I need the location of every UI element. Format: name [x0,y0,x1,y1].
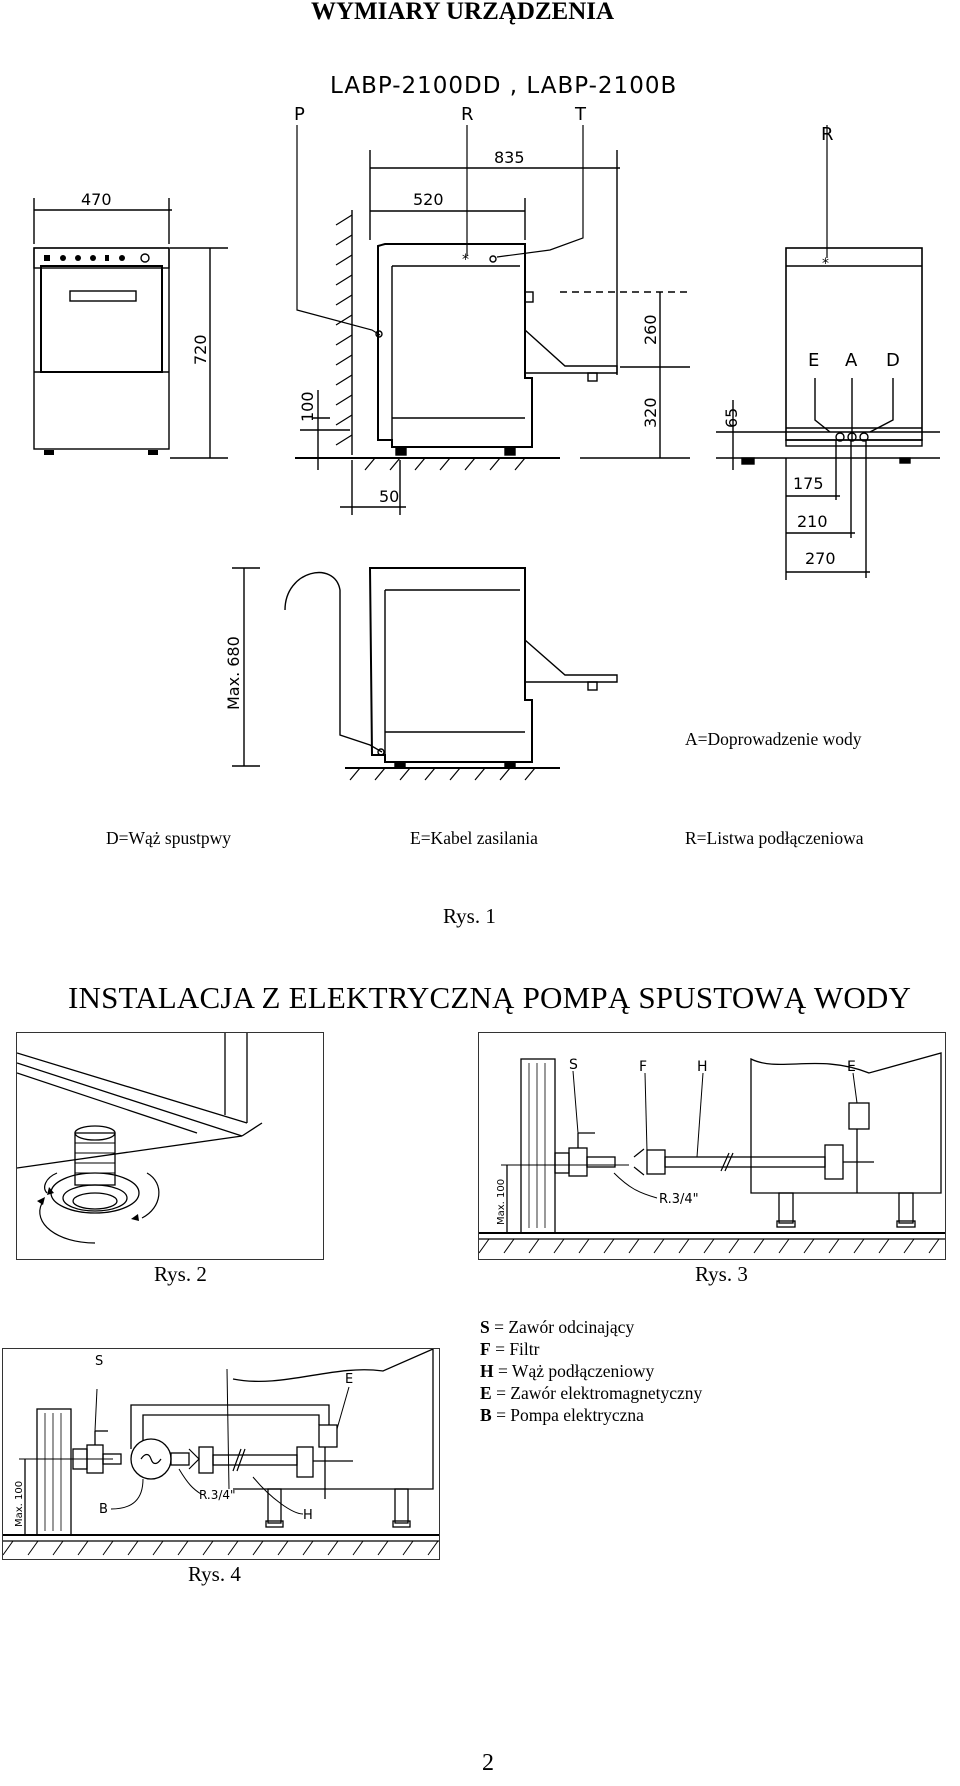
dim-100: 100 [298,391,317,422]
fig4-label-thread: R.3/4" [199,1488,236,1502]
figure-1-dimension-drawing: LABP-2100DD , LABP-2100B 470 720 [33,73,940,848]
fig3-label-thread: R.3/4" [659,1192,699,1207]
dim-50: 50 [379,487,399,506]
dim-320: 320 [641,397,660,428]
dim-470: 470 [81,190,112,209]
section-title: INSTALACJA Z ELEKTRYCZNĄ POMPĄ SPUSTOWĄ … [68,980,912,1015]
figure-3-drawing: S F H E R.3/4" Max. 100 [479,1052,945,1254]
dim-175: 175 [793,474,824,493]
dim-210: 210 [797,512,828,531]
caption-rys-3: Rys. 3 [695,1262,748,1286]
fig4-label-s: S [95,1354,103,1369]
legend-a: A=Doprowadzenie wody [685,729,862,749]
figure-2-frame [16,1032,324,1260]
dim-max-680: Max. 680 [224,636,243,710]
legend-item: S = Zawór odcinający [480,1317,635,1337]
figure-3-frame: S F H E R.3/4" Max. 100 [478,1032,946,1260]
legend-list: S = Zawór odcinający F = Filtr H = Wąż p… [480,1316,702,1426]
legend-item: B = Pompa elektryczna [480,1405,644,1425]
dim-260: 260 [641,314,660,345]
front-view-body [33,247,170,450]
fig3-label-max100: Max. 100 [496,1179,507,1225]
label-t: T [574,104,587,125]
caption-rys-1: Rys. 1 [443,904,496,928]
fig3-label-s: S [569,1057,578,1073]
fig4-label-e: E [345,1372,353,1387]
legend-item: F = Filtr [480,1339,540,1359]
figure-4-drawing: S E B H R.3/4" Max. 100 [3,1349,439,1556]
page-title: WYMIARY URZĄDZENIA [311,0,615,25]
dim-65: 65 [722,408,741,428]
caption-rys-2: Rys. 2 [154,1262,207,1286]
fig3-label-e: E [847,1059,856,1075]
legend-e: E=Kabel zasilania [410,828,538,848]
label-a: A [845,350,858,371]
legend-d: D=Wąż spustpwy [106,828,231,848]
label-r: R [461,104,474,125]
label-d: D [886,350,900,371]
legend-item: H = Wąż podłączeniowy [480,1361,655,1381]
dim-720: 720 [191,334,210,365]
fig4-label-b: B [99,1502,108,1517]
figure-2-drawing [17,1033,263,1244]
label-r2: R [821,124,834,145]
dim-270: 270 [805,549,836,568]
dim-520: 520 [413,190,444,209]
svg-text:*: * [822,256,829,272]
dim-835: 835 [494,148,525,167]
page-number: 2 [482,1750,494,1776]
legend-r: R=Listwa podłączeniowa [685,828,864,848]
fig3-label-f: F [639,1059,647,1075]
caption-rys-4: Rys. 4 [188,1562,241,1586]
fig3-label-h: H [697,1059,708,1075]
label-p: P [294,104,305,125]
svg-text:*: * [462,252,469,268]
figure-4-frame: S E B H R.3/4" Max. 100 [2,1348,440,1560]
fig4-label-max100: Max. 100 [14,1481,25,1527]
label-e: E [808,350,819,371]
model-title: LABP-2100DD , LABP-2100B [330,73,677,99]
fig4-label-h: H [303,1508,313,1523]
legend-item: E = Zawór elektromagnetyczny [480,1383,703,1403]
